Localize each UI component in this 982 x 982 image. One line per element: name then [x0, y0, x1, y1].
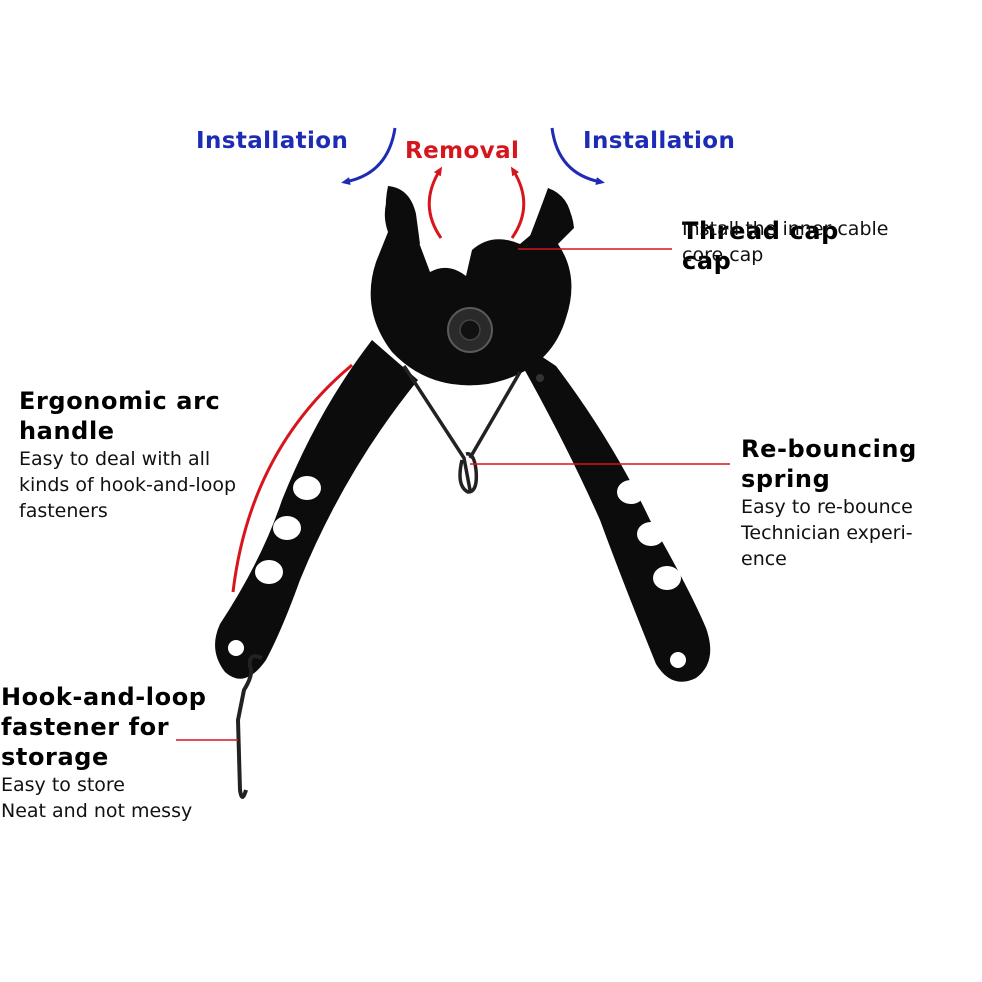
hole-right-2 — [637, 522, 665, 546]
pliers-tool — [215, 186, 711, 682]
storage-title-1: Hook-and-loop — [1, 683, 207, 711]
thread-cap-callout: Thread cap cap Install the inner cable c… — [682, 216, 889, 275]
removal-arrow-left — [427, 166, 443, 239]
install-arrow-left — [341, 127, 397, 186]
handle-holes — [228, 476, 686, 668]
install-arrow-right — [550, 127, 605, 186]
jaw-left-hook — [385, 186, 420, 244]
arc-handle-desc-3: fasteners — [19, 500, 108, 522]
hole-right-3 — [653, 566, 681, 590]
arc-highlight-line — [231, 363, 353, 593]
arc-handle-title-2: handle — [19, 417, 115, 445]
arc-handle-title-1: Ergonomic arc — [19, 387, 221, 415]
thread-cap-desc-2: core cap — [682, 244, 764, 266]
arc-handle-desc-1: Easy to deal with all — [19, 448, 211, 470]
spring-callout: Re-bouncing spring Easy to re-bounce Tec… — [741, 434, 917, 572]
storage-title-3: storage — [1, 743, 109, 771]
hole-right-4 — [670, 652, 686, 668]
hole-left-4 — [228, 640, 244, 656]
arc-handle-desc-2: kinds of hook-and-loop — [19, 474, 237, 496]
left-handle — [215, 340, 418, 679]
storage-title-2: fastener for — [1, 713, 170, 741]
spring-desc-3: ence — [741, 548, 787, 570]
removal-label: Removal — [405, 138, 520, 164]
storage-desc-2: Neat and not messy — [1, 800, 193, 822]
pivot-bolt-center — [459, 319, 481, 341]
storage-hook — [235, 654, 263, 799]
installation-label-right: Installation — [583, 128, 736, 154]
jaw-right-hook — [530, 188, 572, 246]
removal-arrow-right — [510, 166, 526, 239]
storage-callout: Hook-and-loop fastener for storage Easy … — [1, 682, 207, 824]
hole-left-3 — [255, 560, 283, 584]
spring-desc-1: Easy to re-bounce — [741, 496, 913, 518]
thread-cap-desc-1: Install the inner cable — [682, 218, 889, 240]
head-body — [370, 188, 574, 386]
thread-cap-title: Thread cap cap — [682, 217, 839, 275]
rebounce-spring — [402, 365, 522, 494]
hole-left-2 — [273, 516, 301, 540]
spring-desc-2: Technician experi- — [741, 522, 913, 544]
spring-title-2: spring — [741, 465, 831, 493]
spring-title-1: Re-bouncing — [741, 435, 917, 463]
hole-left-1 — [293, 476, 321, 500]
installation-label-left: Installation — [196, 128, 349, 154]
hole-right-1 — [617, 480, 645, 504]
storage-desc-1: Easy to store — [1, 774, 126, 796]
right-handle — [502, 330, 711, 682]
arc-handle-callout: Ergonomic arc handle Easy to deal with a… — [19, 386, 236, 524]
rivet — [536, 374, 544, 382]
